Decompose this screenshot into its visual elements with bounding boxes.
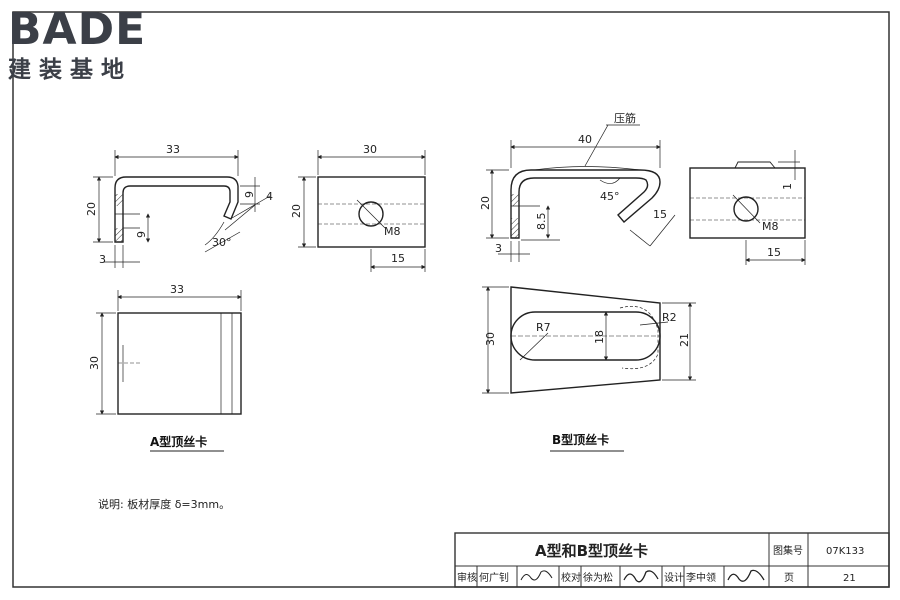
b-plan-radius-right: R2 [662, 311, 677, 324]
b-side-bolt: M8 [762, 220, 779, 233]
a-front-height: 20 [85, 202, 98, 216]
a-front-slot: 9 [135, 231, 148, 238]
logo: BADE 建装基地 [8, 4, 146, 83]
logo-subtitle: 建装基地 [8, 57, 132, 83]
b-press-rib: 压筋 [614, 111, 636, 125]
a-front-thickness: 3 [99, 253, 106, 266]
b-side-view [689, 161, 806, 239]
role-review: 审核 [457, 571, 477, 584]
a-plan-dims [96, 290, 242, 415]
a-plan-view [117, 312, 242, 415]
title-block-page-label: 页 [784, 572, 794, 584]
a-front-view [114, 176, 239, 243]
b-side-dims [732, 150, 806, 265]
b-plan-radius-left: R7 [536, 321, 551, 334]
b-plan-slot-len: 18 [593, 330, 606, 344]
signature-design [727, 569, 765, 582]
a-side-bolt: M8 [384, 225, 401, 238]
role-design: 设计 [664, 571, 684, 584]
b-front-height: 20 [479, 196, 492, 210]
title-block-atlas-no: 07K133 [826, 546, 864, 557]
b-plan-height: 30 [484, 332, 497, 346]
b-front-slot: 8.5 [535, 213, 548, 231]
a-front-dims [93, 150, 271, 268]
b-front-angle: 45° [600, 190, 620, 203]
a-side-width: 30 [363, 143, 377, 156]
a-front-hook-drop: 9 [243, 191, 256, 198]
b-plan-view [510, 286, 661, 394]
a-side-hole-offset: 15 [391, 252, 405, 265]
a-front-tip: 4 [266, 190, 273, 203]
b-front-dims [486, 124, 676, 262]
role-design-name: 李中领 [686, 571, 716, 584]
a-front-angle: 30° [212, 236, 232, 249]
role-check: 校对 [561, 571, 581, 584]
b-front-tip: 15 [653, 208, 667, 221]
logo-brand: BADE [8, 4, 146, 55]
title-block-atlas-label: 图集号 [773, 544, 803, 557]
signature-check [623, 570, 659, 583]
b-front-width: 40 [578, 133, 592, 146]
b-side-top: 1 [781, 183, 794, 190]
a-side-dims [298, 150, 426, 272]
b-plan-right-height: 21 [678, 333, 691, 347]
a-plan-width: 33 [170, 283, 184, 296]
note: 说明: 板材厚度 δ=3mm。 [98, 497, 230, 511]
b-front-view [510, 166, 661, 239]
b-plan-dims [482, 286, 696, 394]
a-plan-height: 30 [88, 356, 101, 370]
b-side-hole-offset: 15 [767, 246, 781, 259]
role-check-name: 徐为松 [583, 571, 613, 584]
title-block [454, 532, 890, 588]
a-side-view [317, 176, 426, 248]
sheet-frame [12, 11, 890, 588]
role-review-name: 何广钊 [479, 571, 509, 584]
a-caption: A型顶丝卡 [150, 434, 207, 449]
a-front-width: 33 [166, 143, 180, 156]
a-side-height: 20 [290, 204, 303, 218]
title-block-title: A型和B型顶丝卡 [535, 542, 648, 560]
title-block-page-no: 21 [843, 573, 856, 584]
b-caption: B型顶丝卡 [552, 432, 609, 447]
signature-review [520, 570, 553, 581]
b-front-thickness: 3 [495, 242, 502, 255]
